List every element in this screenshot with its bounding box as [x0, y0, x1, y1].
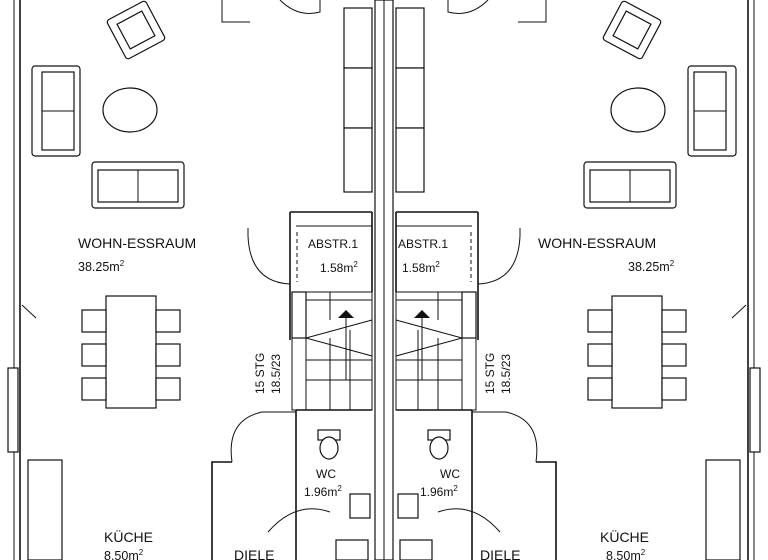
kitchen-area-right: 8.50m2	[606, 548, 646, 560]
storage-area: 1.58m2	[320, 260, 358, 275]
dining-table	[81, 295, 181, 409]
kitchen-label: KÜCHE	[104, 528, 153, 545]
storage-label: ABSTR.1	[308, 237, 358, 251]
right-unit: WOHN-ESSRAUM 38.25m2 ABSTR.1 1.58m2 15 S…	[395, 0, 761, 560]
sofa-horizontal	[91, 161, 185, 209]
wc-area: 1.96m2	[304, 484, 342, 499]
patio-door-swing	[279, 0, 321, 14]
storage-cabinets-right	[395, 7, 425, 193]
toilet	[317, 429, 341, 460]
coffee-table	[102, 87, 158, 133]
hall-label: DIELE	[234, 547, 274, 560]
entrance-step	[335, 539, 369, 560]
left-unit: WOHN-ESSRAUM 38.25m2 KÜCHE 8.50m2 ABSTR.…	[7, 0, 373, 560]
storage-cabinets	[343, 7, 373, 193]
kitchen-door-swing	[230, 411, 296, 463]
living-room-label: WOHN-ESSRAUM	[78, 235, 196, 251]
sofa-horizontal-right	[583, 161, 677, 209]
storage-area-right: 1.58m2	[402, 260, 440, 275]
sink	[349, 493, 371, 519]
stairs-rise: 18.5/23	[269, 354, 283, 394]
living-room-label-right: WOHN-ESSRAUM	[538, 235, 656, 251]
toilet-right	[427, 429, 451, 460]
armchair	[106, 0, 166, 60]
kitchen-wall	[211, 461, 232, 560]
stairs-count: 15 STG	[253, 353, 267, 394]
wc-label-right: WC	[440, 467, 460, 481]
stairs-rise-right: 18.5/23	[499, 354, 513, 394]
kitchen-area: 8.50m2	[104, 548, 144, 560]
window-left	[7, 367, 19, 453]
storage-door-swing	[247, 228, 291, 285]
staircase-right	[395, 291, 477, 411]
living-room-area: 38.25m2	[78, 259, 125, 274]
wall-marker	[21, 304, 37, 319]
armchair-right	[602, 0, 662, 60]
dining-table-right	[587, 295, 687, 409]
staircase	[291, 291, 373, 411]
sofa-vertical	[31, 65, 81, 157]
storage-label-right: ABSTR.1	[398, 237, 448, 251]
wc-walls	[295, 409, 372, 560]
living-room-area-right: 38.25m2	[628, 259, 675, 274]
coffee-table-right	[610, 87, 666, 133]
wc-area-right: 1.96m2	[420, 484, 458, 499]
wc-door-swing	[267, 508, 331, 533]
kitchen-counter	[27, 459, 63, 560]
storage-walls	[289, 211, 373, 340]
stairs-count-right: 15 STG	[483, 353, 497, 394]
hall-label-right: DIELE	[480, 547, 520, 560]
patio-door	[221, 0, 250, 23]
wc-label: WC	[316, 467, 336, 481]
kitchen-label-right: KÜCHE	[600, 528, 649, 545]
sofa-vertical-right	[687, 65, 737, 157]
